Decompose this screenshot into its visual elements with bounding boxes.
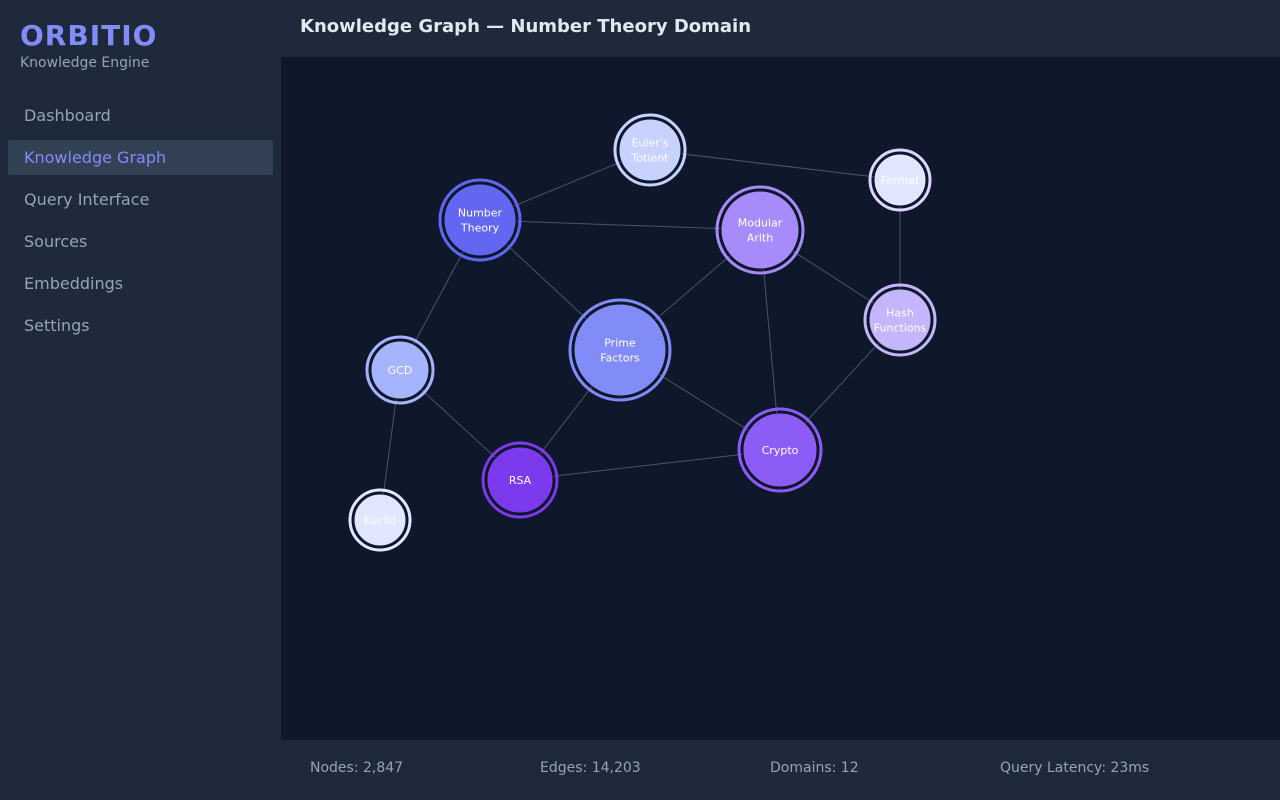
graph-node-circle: [873, 153, 927, 207]
graph-node-label: Euclid: [363, 514, 396, 527]
graph-node-label: Modular: [738, 217, 783, 230]
graph-edge-rsa-crypto: [519, 449, 781, 481]
graph-node-circle: [618, 118, 682, 182]
page-header: Knowledge Graph — Number Theory Domain: [281, 0, 1280, 57]
graph-node-label: Theory: [460, 222, 500, 235]
graph-node-label: Arith: [747, 232, 773, 245]
sidebar-nav: Dashboard Knowledge Graph Query Interfac…: [8, 98, 273, 350]
app-logo: ORBITIO: [20, 19, 158, 52]
graph-node-ring: [737, 407, 823, 493]
graph-node-ring: [348, 488, 412, 552]
status-bar: Nodes: 2,847 Edges: 14,203 Domains: 12 Q…: [281, 740, 1280, 800]
graph-node-circle: [742, 412, 818, 488]
graph-node-label: GCD: [388, 364, 413, 377]
graph-node-circle: [720, 190, 800, 270]
graph-node-ring: [481, 441, 559, 519]
page-title: Knowledge Graph — Number Theory Domain: [300, 16, 752, 37]
sidebar: ORBITIO Knowledge Engine Dashboard Knowl…: [0, 0, 281, 800]
graph-node-euclid[interactable]: Euclid: [348, 488, 412, 552]
sidebar-item-query-interface[interactable]: Query Interface: [24, 190, 150, 209]
graph-node-circle: [573, 303, 667, 397]
graph-node-circle: [370, 340, 430, 400]
sidebar-item-embeddings[interactable]: Embeddings: [24, 274, 124, 293]
graph-node-label: Totient: [630, 152, 669, 165]
graph-node-rsa[interactable]: RSA: [481, 441, 559, 519]
graph-node-crypto[interactable]: Crypto: [737, 407, 823, 493]
domain-count: Domains: 12: [770, 760, 859, 776]
edge-count: Edges: 14,203: [540, 760, 641, 776]
graph-edge-number-theory-modular-arith: [479, 219, 761, 231]
graph-node-circle: [443, 183, 517, 257]
sidebar-item-knowledge-graph[interactable]: Knowledge Graph: [8, 140, 273, 175]
graph-node-circle: [868, 288, 932, 352]
graph-node-ring: [715, 185, 805, 275]
graph-node-label: RSA: [509, 474, 532, 487]
sidebar-item-sources[interactable]: Sources: [24, 232, 88, 251]
graph-node-circle: [353, 493, 407, 547]
graph-edge-eulers-totient-fermat: [649, 149, 901, 181]
graph-node-fermat[interactable]: Fermat: [868, 148, 932, 212]
sidebar-item-dashboard[interactable]: Dashboard: [24, 106, 111, 125]
graph-node-label: Crypto: [762, 444, 799, 457]
graph-node-label: Fermat: [881, 174, 920, 187]
graph-node-label: Number: [458, 207, 503, 220]
graph-node-label: Hash: [886, 307, 914, 320]
graph-node-label: Functions: [874, 322, 927, 335]
sidebar-item-settings[interactable]: Settings: [24, 316, 90, 335]
graph-node-label: Factors: [600, 352, 640, 365]
graph-node-gcd[interactable]: GCD: [365, 335, 435, 405]
graph-node-ring: [438, 178, 522, 262]
graph-node-ring: [365, 335, 435, 405]
graph-node-circle: [486, 446, 554, 514]
graph-node-label: Euler's: [631, 137, 668, 150]
graph-node-ring: [863, 283, 937, 357]
node-count: Nodes: 2,847: [310, 760, 404, 776]
graph-node-ring: [568, 298, 672, 402]
query-latency: Query Latency: 23ms: [1000, 760, 1150, 776]
graph-node-ring: [868, 148, 932, 212]
app-subtitle: Knowledge Engine: [20, 55, 150, 71]
graph-node-label: Prime: [604, 337, 636, 350]
graph-node-ring: [613, 113, 687, 187]
